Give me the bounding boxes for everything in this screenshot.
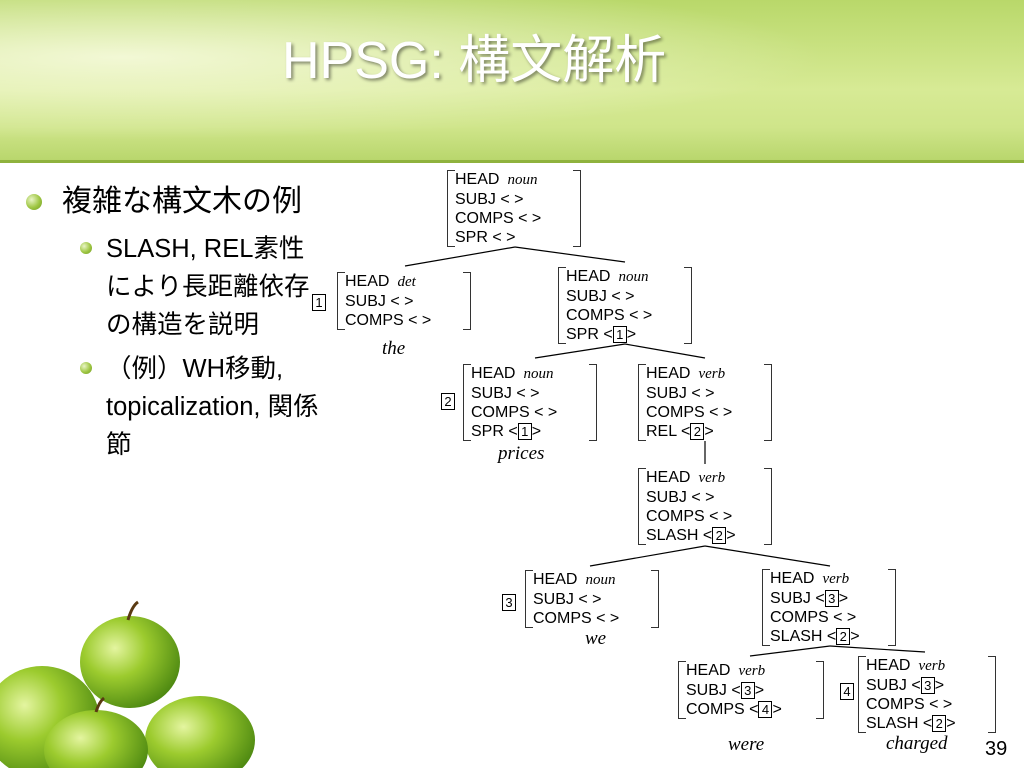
edge-vpslash-charged [829,645,926,653]
bullet-item-level1: 複雑な構文木の例 [22,180,312,224]
bullet-item-level2: （例）WH移動, topicalization, 関係節 [22,350,328,464]
edge-sslash-vpslash [704,545,831,567]
tag-box: 3 [740,682,755,700]
bullet-dot-icon [80,242,92,254]
word-charged: charged [886,733,948,754]
tag-box: 4 [840,683,854,700]
green-apples-illustration [0,600,255,768]
word-prices: prices [498,443,545,464]
bullet-dot-icon [80,362,92,374]
edge-npright-rel [624,343,706,359]
bullet-item-level2: SLASH, REL素性により長距離依存の構造を説明 [22,230,328,344]
tag-box: 2 [441,393,455,410]
page-number: 39 [985,738,1008,760]
bullet-text: （例）WH移動, topicalization, 関係節 [106,355,319,459]
word-the: the [382,338,406,359]
edge-root-npright [514,246,626,263]
slide-title: HPSG: 構文解析 [282,32,667,90]
tag-box: 2 [712,527,727,545]
bullet-text: 複雑な構文木の例 [62,185,302,218]
edge-root-the [404,246,516,267]
edge-sslash-we [589,545,706,567]
tag-box: 3 [502,594,516,611]
word-were: were [728,734,765,755]
word-we: we [585,628,607,649]
edge-npright-prices [534,343,626,359]
tag-box: 3 [920,677,935,695]
tag-box: 2 [690,423,705,441]
tag-box: 2 [932,715,947,733]
tag-box: 2 [836,628,851,646]
tag-box: 3 [824,590,839,608]
tag-box: 4 [758,701,773,719]
title-banner-rule [0,160,1024,163]
bullet-list: 複雑な構文木の例 SLASH, REL素性により長距離依存の構造を説明 （例）W… [22,180,322,464]
title-banner-highlight [0,0,1024,163]
tag-box: 1 [517,423,532,441]
tag-box: 1 [612,326,627,344]
bullet-dot-icon [26,194,42,210]
tag-box: 1 [312,294,326,311]
bullet-text: SLASH, REL素性により長距離依存の構造を説明 [106,235,310,339]
edge-vpslash-were [749,645,831,657]
